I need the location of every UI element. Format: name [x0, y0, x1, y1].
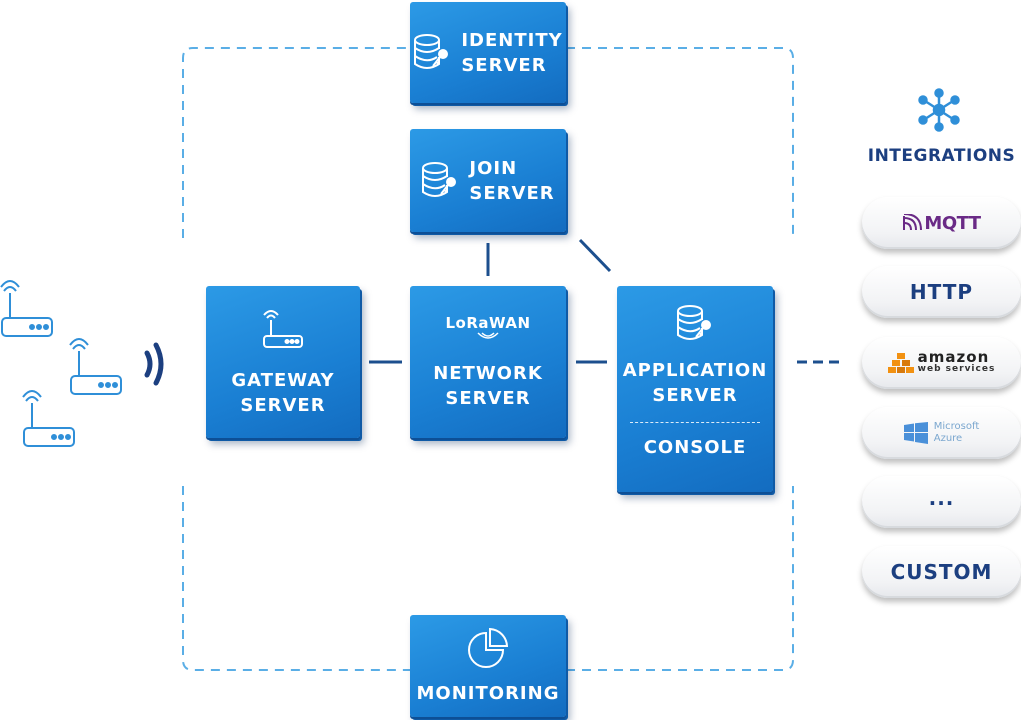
database-key-icon: [677, 305, 711, 340]
aws-cubes-icon: [887, 353, 914, 373]
network-line2: SERVER: [445, 387, 531, 409]
router-icon: [263, 310, 303, 348]
identity-line1: IDENTITY: [461, 29, 563, 51]
integrations-hub-icon: [918, 88, 960, 132]
gateway-line2: SERVER: [240, 395, 326, 416]
network-line1: NETWORK: [433, 362, 543, 384]
monitoring-box: MONITORING: [410, 615, 566, 717]
join-line2: SERVER: [469, 182, 555, 204]
router-icon: [0, 280, 53, 337]
http-label: HTTP: [909, 280, 974, 304]
windows-logo-icon: [903, 422, 928, 444]
integrations-title: INTEGRATIONS: [867, 146, 1016, 166]
lorawan-logo-text: LoRaWAN: [445, 313, 531, 332]
database-key-icon: [422, 161, 457, 197]
gateway-line1: GATEWAY: [231, 370, 335, 391]
console-label: CONSOLE: [643, 437, 747, 458]
connector-join-application: [578, 238, 612, 273]
database-key-icon: [414, 33, 449, 69]
aws-label: web services: [917, 364, 996, 374]
wireless-signal-icon: [144, 342, 164, 386]
azure-line2: Azure: [933, 433, 963, 444]
integration-http[interactable]: HTTP: [862, 266, 1021, 318]
dashed-boundary: [182, 47, 794, 671]
network-server-box: LoRaWAN NETWORK SERVER: [410, 286, 566, 438]
identity-line2: SERVER: [461, 54, 547, 76]
monitoring-label: MONITORING: [416, 682, 560, 704]
custom-label: CUSTOM: [890, 560, 993, 584]
integration-amazon[interactable]: amazon web services: [862, 337, 1021, 389]
application-server-box: APPLICATION SERVER CONSOLE: [617, 286, 773, 492]
integration-mqtt[interactable]: MQTT: [862, 197, 1021, 249]
connectors: [369, 238, 845, 364]
integration-more[interactable]: ...: [862, 476, 1021, 528]
integration-custom[interactable]: CUSTOM: [862, 546, 1021, 598]
mqtt-logo-icon: [903, 214, 923, 231]
join-server-box: JOIN SERVER: [410, 129, 566, 232]
mqtt-label: MQTT: [924, 212, 981, 234]
lorawan-logo: LoRaWAN: [445, 314, 530, 341]
integration-azure[interactable]: Microsoft Azure: [862, 407, 1021, 459]
join-line1: JOIN: [469, 157, 518, 179]
pie-chart-icon: [468, 627, 509, 668]
more-label: ...: [928, 486, 955, 510]
gateway-server-box: GATEWAY SERVER: [206, 286, 360, 438]
application-line1: APPLICATION: [622, 360, 768, 381]
router-icon: [22, 390, 75, 447]
identity-server-box: IDENTITY SERVER: [410, 2, 566, 103]
console-divider: [630, 422, 760, 423]
application-line2: SERVER: [652, 385, 738, 406]
amazon-label: amazon: [917, 348, 990, 366]
router-icon: [69, 338, 122, 395]
azure-line1: Microsoft: [933, 421, 980, 432]
